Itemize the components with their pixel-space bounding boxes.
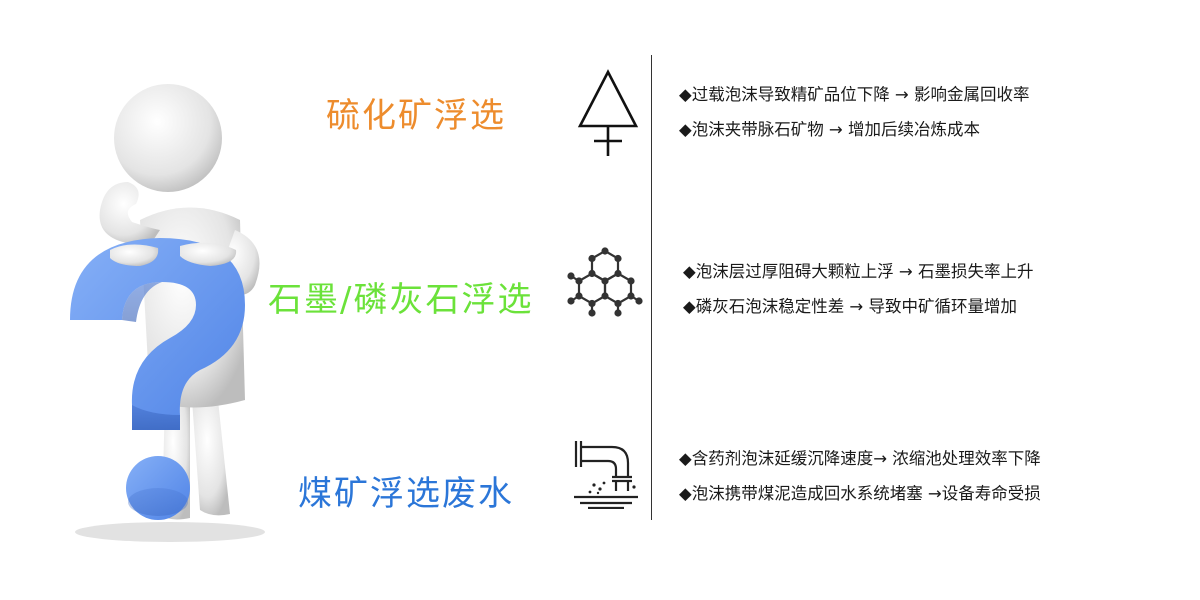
category-title-coal: 煤矿浮选废水 <box>298 474 514 514</box>
list-item: ◆泡沫夹带脉石矿物 → 增加后续冶炼成本 <box>679 120 981 139</box>
vertical-divider <box>651 55 652 520</box>
thinking-person-question-mark-icon <box>40 70 300 550</box>
wastewater-pipe-icon <box>572 437 640 510</box>
sulfur-symbol-icon <box>576 66 640 158</box>
list-item: ◆含药剂泡沫延缓沉降速度→ 浓缩池处理效率下降 <box>679 449 1041 468</box>
list-item: ◆泡沫层过厚阻碍大颗粒上浮 → 石墨损失率上升 <box>683 262 1034 281</box>
category-title-graphite: 石墨/磷灰石浮选 <box>268 280 534 320</box>
graphene-molecule-icon <box>567 247 643 329</box>
sulfide-issue-list: ◆过载泡沫导致精矿品位下降 → 影响金属回收率 ◆泡沫夹带脉石矿物 → 增加后续… <box>679 84 1030 141</box>
list-item: ◆磷灰石泡沫稳定性差 → 导致中矿循环量增加 <box>683 297 1018 316</box>
graphite-issue-list: ◆泡沫层过厚阻碍大颗粒上浮 → 石墨损失率上升 ◆磷灰石泡沫稳定性差 → 导致中… <box>683 261 1034 318</box>
list-item: ◆泡沫携带煤泥造成回水系统堵塞 →设备寿命受损 <box>679 484 1041 503</box>
list-item: ◆过载泡沫导致精矿品位下降 → 影响金属回收率 <box>679 85 1030 104</box>
coal-issue-list: ◆含药剂泡沫延缓沉降速度→ 浓缩池处理效率下降 ◆泡沫携带煤泥造成回水系统堵塞 … <box>679 448 1041 505</box>
category-title-sulfide: 硫化矿浮选 <box>326 96 506 136</box>
